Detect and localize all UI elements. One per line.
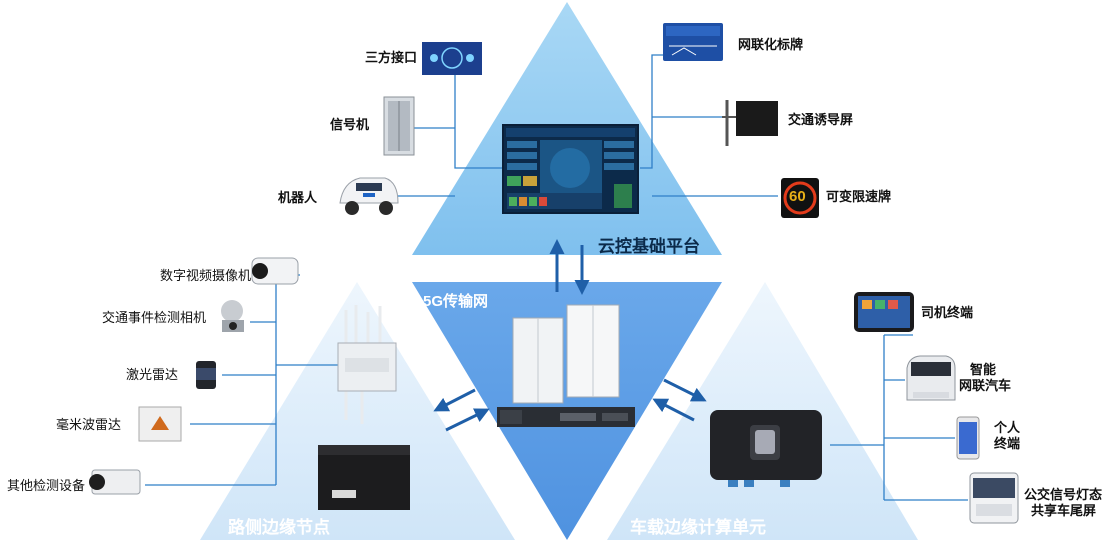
roadside-device-0-label: 数字视频摄像机 [160, 268, 252, 283]
phone-image [956, 416, 980, 460]
robot-image [339, 177, 399, 215]
guidance-screen-image [722, 100, 778, 146]
personal-terminal-label-1: 个人 [994, 420, 1021, 435]
roadside-device-1-label: 交通事件检测相机 [102, 310, 207, 325]
core-switch-image [497, 407, 635, 427]
robot-label: 机器人 [278, 190, 318, 205]
cloud-connector-lines [398, 54, 778, 197]
network-title: 5G传输网 [423, 293, 489, 310]
5g-base-station-image [512, 304, 620, 404]
vehicle-title: 车载边缘计算单元 [630, 518, 766, 537]
bus-label-1: 公交信号灯态 [1024, 487, 1103, 502]
roadside-device-3-label: 毫米波雷达 [56, 417, 122, 432]
personal-terminal-label-2: 终端 [994, 436, 1021, 451]
smart-car-label-2: 网联汽车 [959, 378, 1012, 393]
arrow-roadside-to-net [445, 408, 490, 432]
networked-sign-image [663, 23, 723, 61]
link-arrows [433, 239, 707, 432]
cloud-platform-title: 云控基础平台 [598, 237, 700, 256]
roadside-title: 路侧边缘节点 [228, 518, 330, 537]
vehicle-edge-unit-image [710, 410, 822, 487]
camera-image [251, 257, 299, 285]
third-party-label: 三方接口 [365, 50, 418, 65]
smart-car-image [906, 355, 956, 401]
bus-image [969, 472, 1019, 524]
networked-sign-label: 网联化标牌 [738, 37, 804, 52]
arrow-net-to-vehicle [663, 378, 707, 402]
vehicle-connector-lines [830, 334, 968, 501]
other-detector-image [89, 469, 141, 495]
arrow-net-to-roadside [433, 388, 476, 412]
mmwave-radar-image [138, 406, 182, 442]
signal-machine-label: 信号机 [330, 117, 370, 132]
third-party-interface-image [422, 42, 482, 75]
roadside-gateway-image [337, 305, 397, 424]
guidance-screen-label: 交通诱导屏 [788, 112, 854, 127]
roadside-edge-server-image [318, 445, 410, 510]
roadside-device-4-label: 其他检测设备 [7, 478, 86, 493]
arrow-vehicle-to-net [652, 398, 695, 422]
smart-car-label-1: 智能 [970, 362, 997, 377]
speed-limit-sign-image [781, 178, 819, 218]
roadside-device-2-label: 激光雷达 [126, 367, 179, 382]
driver-terminal-image [854, 292, 914, 332]
dashboard-screen-image [502, 124, 639, 214]
speed-limit-value: 60 [789, 188, 806, 205]
event-camera-image [221, 300, 244, 332]
roadside-triangle [200, 282, 515, 540]
lidar-image [196, 361, 216, 389]
speed-limit-sign-label: 可变限速牌 [826, 189, 892, 204]
signal-machine-image [383, 96, 415, 156]
driver-terminal-label: 司机终端 [921, 305, 974, 320]
bus-label-2: 共享车尾屏 [1031, 503, 1097, 518]
